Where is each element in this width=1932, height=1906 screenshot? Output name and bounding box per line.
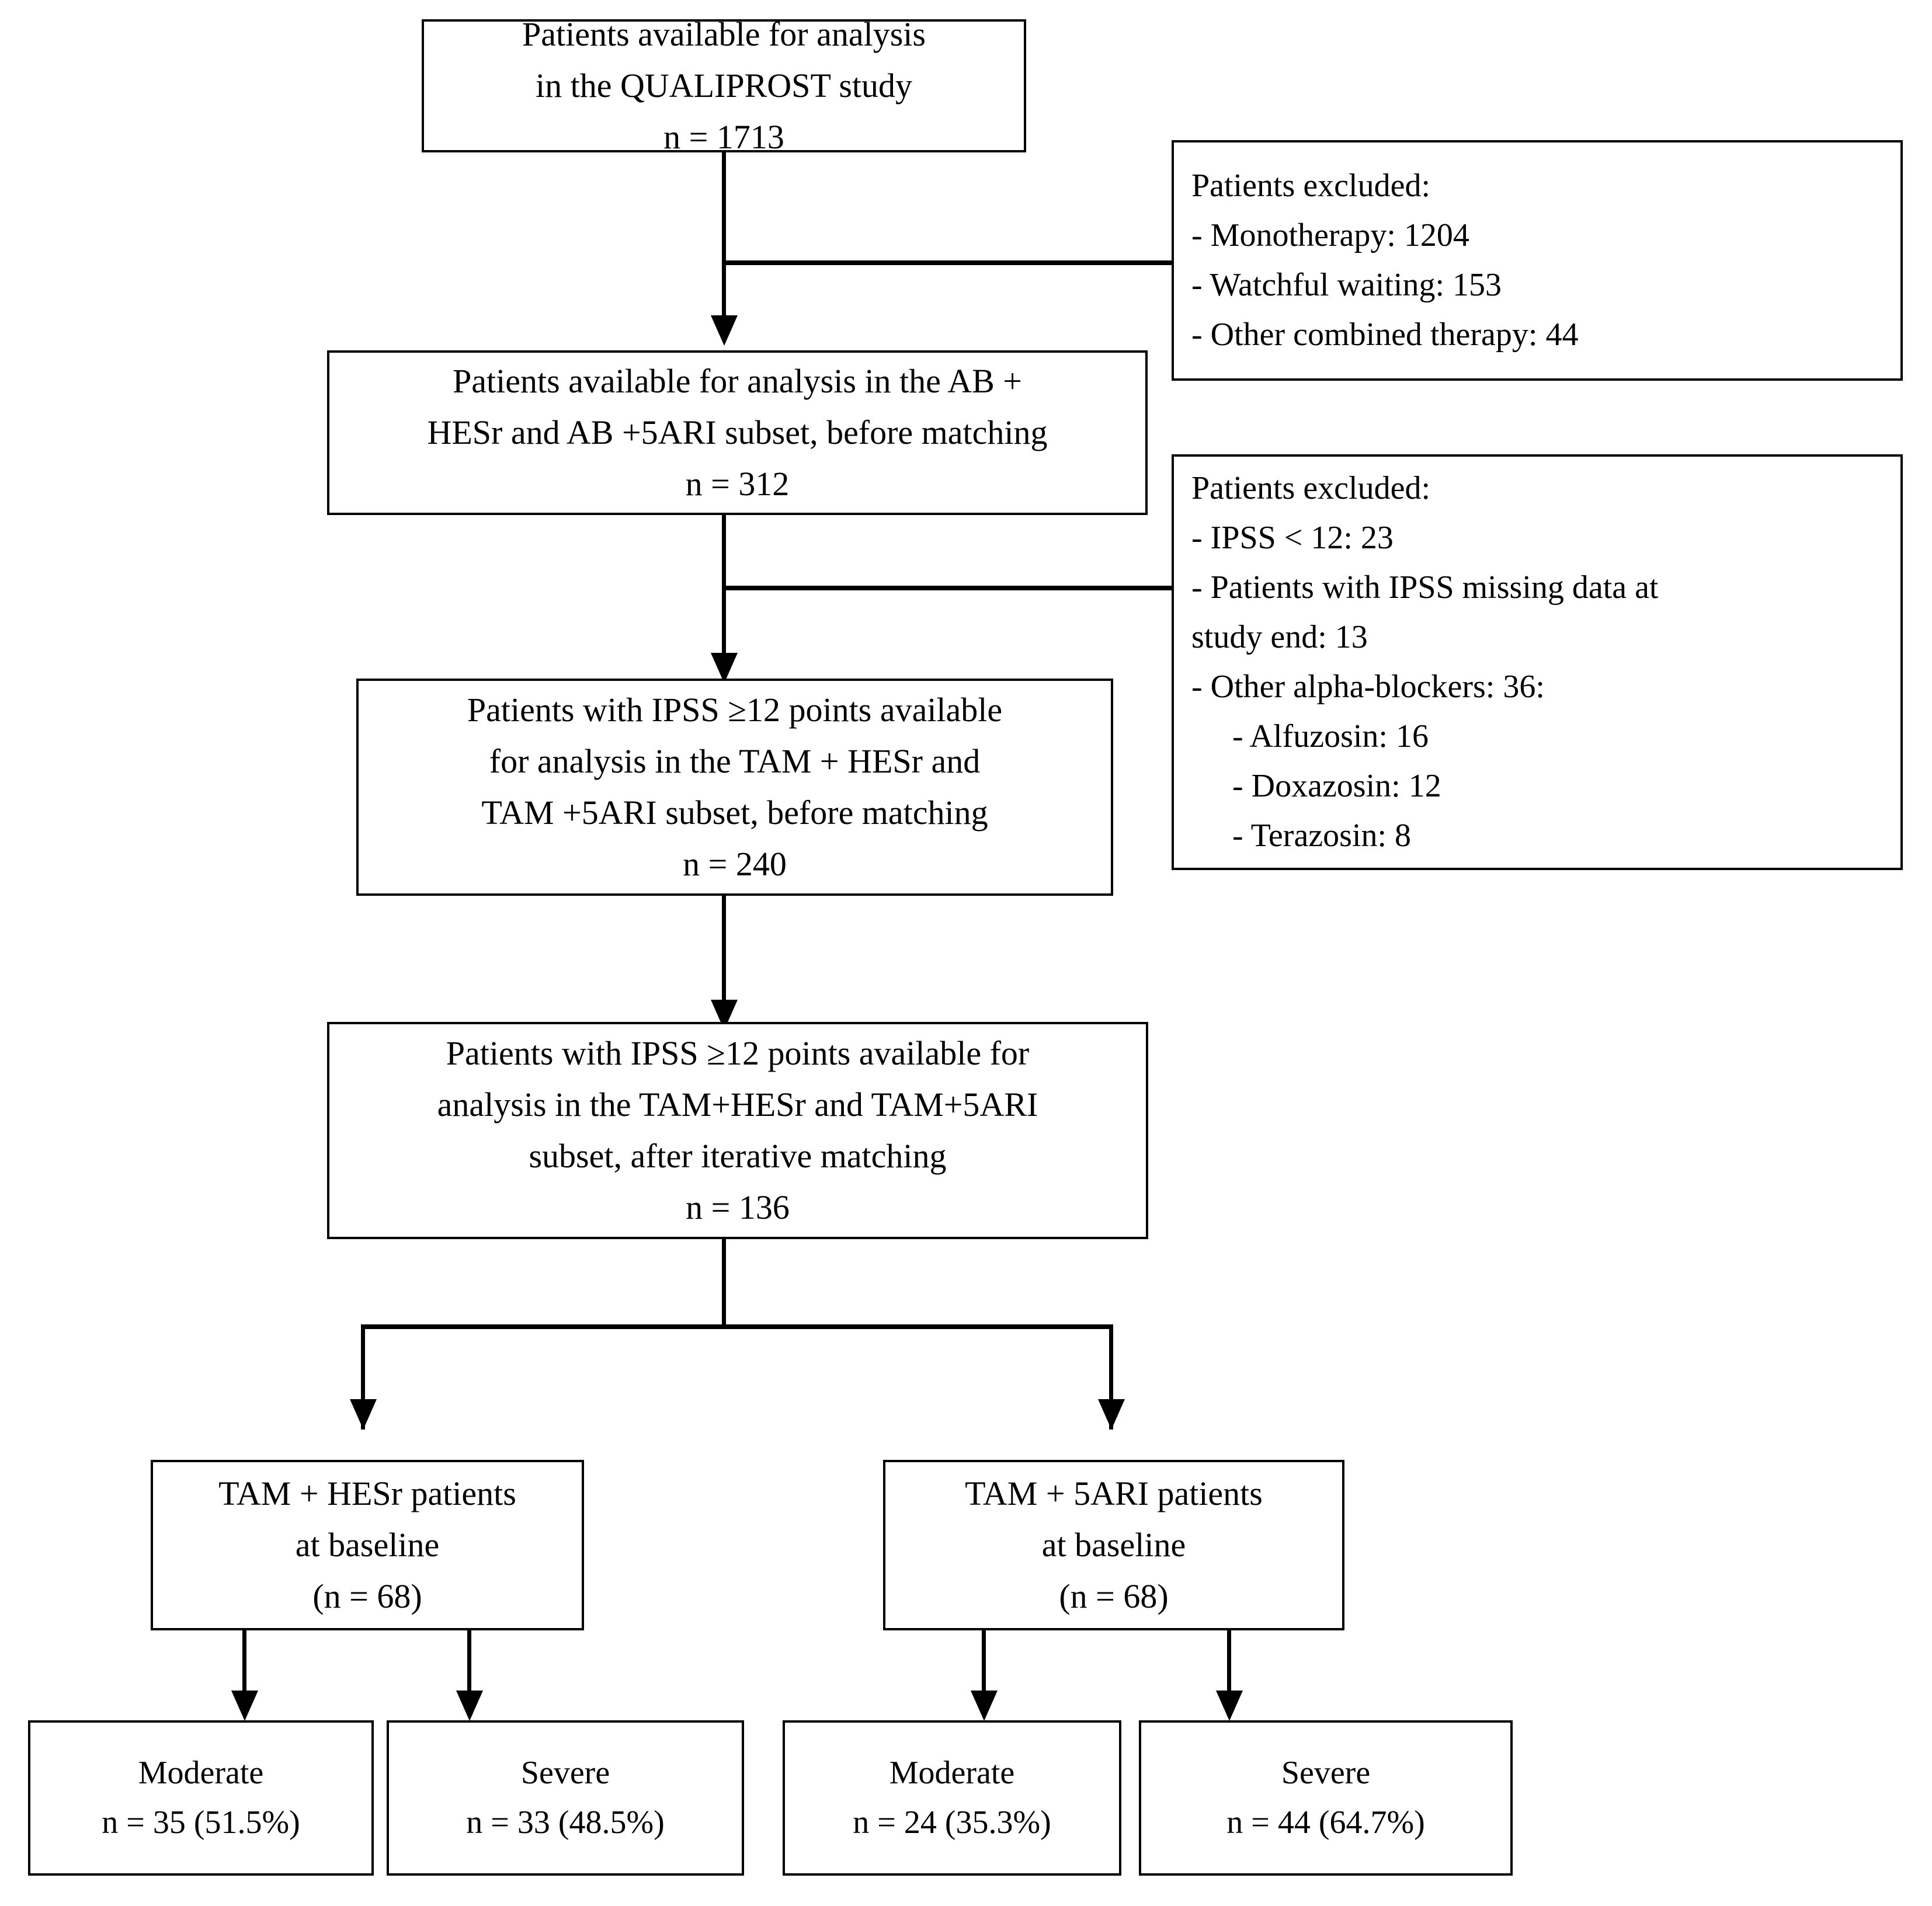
node-line: analysis in the TAM+HESr and TAM+5ARI xyxy=(437,1085,1038,1124)
connector-n3-to-n4 xyxy=(722,893,726,1034)
connector-hesr-to-moderate xyxy=(242,1629,246,1699)
node-line: Patients available for analysis in the A… xyxy=(452,361,1022,400)
node-5ari-severe[interactable]: Severe n = 44 (64.7%) xyxy=(1139,1720,1513,1876)
arrowhead-n1-to-n2 xyxy=(711,315,738,346)
node-line: Patients excluded: xyxy=(1191,167,1431,204)
node-patients-ipss12-tam-before-matching[interactable]: Patients with IPSS ≥12 points available … xyxy=(356,679,1113,896)
node-line: TAM + 5ARI patients xyxy=(965,1474,1263,1512)
node-line: n = 136 xyxy=(686,1188,790,1227)
node-hesr-moderate[interactable]: Moderate n = 35 (51.5%) xyxy=(28,1720,374,1876)
connector-split-left xyxy=(361,1324,365,1430)
node-line: - Alfuzosin: 16 xyxy=(1191,718,1429,755)
connector-n1-to-exclusion1 xyxy=(722,260,1172,265)
arrowhead-5ari-severe xyxy=(1216,1691,1243,1721)
connector-hesr-to-severe xyxy=(467,1629,471,1699)
node-line: n = 1713 xyxy=(663,118,784,156)
node-line: (n = 68) xyxy=(1059,1577,1169,1616)
node-hesr-severe[interactable]: Severe n = 33 (48.5%) xyxy=(387,1720,744,1876)
node-line: - Doxazosin: 12 xyxy=(1191,768,1441,805)
node-line: Patients excluded: xyxy=(1191,469,1431,506)
node-patients-available-ab-subset[interactable]: Patients available for analysis in the A… xyxy=(327,350,1148,515)
node-line: n = 240 xyxy=(683,845,787,884)
node-line: for analysis in the TAM + HESr and xyxy=(489,742,981,780)
node-tam-5ari-baseline[interactable]: TAM + 5ARI patients at baseline (n = 68) xyxy=(883,1460,1344,1630)
node-line: at baseline xyxy=(1041,1525,1186,1564)
connector-n1-to-n2 xyxy=(722,151,726,319)
connector-n4-stem xyxy=(722,1238,726,1327)
node-line: Severe xyxy=(1281,1754,1371,1791)
node-line: - Other alpha-blockers: 36: xyxy=(1191,669,1545,705)
connector-split-right xyxy=(1109,1324,1113,1430)
node-tam-hesr-baseline[interactable]: TAM + HESr patients at baseline (n = 68) xyxy=(151,1460,584,1630)
node-line: at baseline xyxy=(295,1525,440,1564)
node-line: - Monotherapy: 1204 xyxy=(1191,217,1469,253)
connector-5ari-to-moderate xyxy=(982,1629,986,1699)
node-line: Patients with IPSS ≥12 points available xyxy=(467,690,1003,729)
node-line: study end: 13 xyxy=(1191,618,1368,655)
connector-split-bar xyxy=(361,1324,1113,1329)
node-5ari-moderate[interactable]: Moderate n = 24 (35.3%) xyxy=(783,1720,1121,1876)
arrowhead-hesr-moderate xyxy=(231,1691,258,1721)
arrowhead-n2-to-n3 xyxy=(711,653,738,683)
node-line: HESr and AB +5ARI subset, before matchin… xyxy=(427,413,1048,451)
node-line: n = 33 (48.5%) xyxy=(466,1804,665,1841)
node-line: n = 44 (64.7%) xyxy=(1226,1804,1425,1841)
node-line: TAM +5ARI subset, before matching xyxy=(481,794,988,832)
arrowhead-to-hesr-arm xyxy=(350,1399,377,1430)
node-line: TAM + HESr patients xyxy=(218,1474,516,1512)
node-line: n = 24 (35.3%) xyxy=(853,1804,1051,1841)
arrowhead-hesr-severe xyxy=(456,1691,483,1721)
node-line: - Other combined therapy: 44 xyxy=(1191,316,1579,353)
node-line: n = 312 xyxy=(685,465,790,503)
connector-5ari-to-severe xyxy=(1227,1629,1231,1699)
node-patients-excluded-second[interactable]: Patients excluded: - IPSS < 12: 23 - Pat… xyxy=(1172,454,1903,870)
node-line: - Terazosin: 8 xyxy=(1191,818,1412,854)
node-line: - Watchful waiting: 153 xyxy=(1191,267,1502,303)
node-line: n = 35 (51.5%) xyxy=(102,1804,300,1841)
node-patients-ipss12-tam-after-matching[interactable]: Patients with IPSS ≥12 points available … xyxy=(327,1022,1148,1239)
arrowhead-to-5ari-arm xyxy=(1098,1399,1125,1430)
node-line: in the QUALIPROST study xyxy=(535,66,913,105)
node-line: (n = 68) xyxy=(312,1577,422,1616)
node-line: Moderate xyxy=(889,1754,1015,1791)
arrowhead-5ari-moderate xyxy=(971,1691,998,1721)
node-line: - Patients with IPSS missing data at xyxy=(1191,569,1659,606)
node-line: Moderate xyxy=(138,1754,264,1791)
node-line: Patients available for analysis xyxy=(522,15,926,53)
connector-n2-to-exclusion2 xyxy=(722,586,1172,590)
node-line: - IPSS < 12: 23 xyxy=(1191,519,1394,556)
node-line: Severe xyxy=(520,1754,610,1791)
node-line: Patients with IPSS ≥12 points available … xyxy=(446,1034,1030,1072)
node-patients-excluded-first[interactable]: Patients excluded: - Monotherapy: 1204 -… xyxy=(1172,140,1903,381)
node-patients-available-qualiprost[interactable]: Patients available for analysis in the Q… xyxy=(422,15,1026,156)
node-line: subset, after iterative matching xyxy=(529,1137,947,1175)
